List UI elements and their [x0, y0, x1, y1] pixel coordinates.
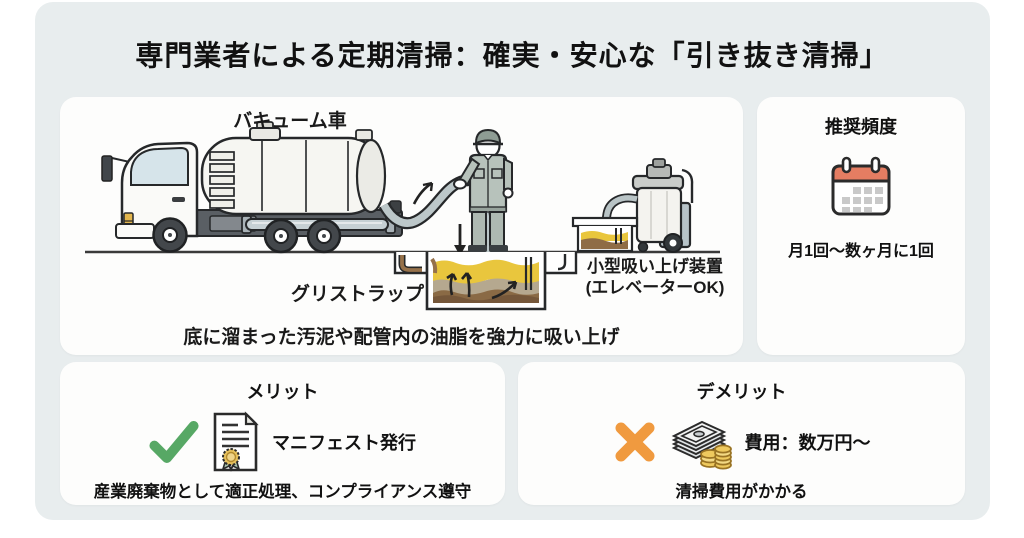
grease-trap-icon: [393, 252, 578, 311]
calendar-icon: [831, 156, 891, 216]
frequency-card: 推奨頻度 月1回〜数ヶ月に1回: [757, 97, 965, 355]
flow-arrow-down-icon: [454, 224, 466, 256]
merit-card: メリット マニフェスト発行 産業廃棄物として適正処理、コンプライアンス遵守: [60, 362, 505, 505]
flow-arrow-up-icon: [412, 181, 434, 205]
portable-suction-device-icon: [571, 158, 694, 253]
suction-device-label-line1: 小型吸い上げ装置: [587, 257, 723, 276]
merit-item-label: マニフェスト発行: [272, 433, 416, 453]
tank-ladder-icon: [209, 151, 235, 209]
worker-icon: [453, 128, 514, 252]
manifest-certificate-icon: [213, 411, 259, 472]
cross-icon: [615, 422, 654, 462]
suction-device-label: 小型吸い上げ装置 (エレベーターOK): [585, 256, 725, 298]
merit-description: 産業廃棄物として適正処理、コンプライアンス遵守: [93, 483, 472, 501]
truck-wheels-icon: [152, 217, 342, 254]
demerit-item-label: 費用：数万円〜: [744, 433, 871, 453]
suction-arrows-icon: [446, 272, 518, 300]
demerit-description: 清掃費用がかかる: [675, 483, 808, 501]
merit-title: メリット: [246, 382, 319, 402]
grease-trap-label: グリストラップ: [290, 284, 424, 305]
demerit-title: デメリット: [696, 382, 787, 402]
suction-device-label-line2: (エレベーターOK): [585, 278, 725, 297]
cleaning-illustration: [85, 121, 720, 311]
money-stack-icon: [671, 420, 732, 470]
illustration-card: バキューム車 グリストラップ 小型吸い上げ装置 (エレベーターOK) 底に溜まっ…: [60, 97, 743, 355]
vacuum-truck-label: バキューム車: [233, 111, 347, 132]
vacuum-truck-icon: [101, 121, 403, 254]
frequency-value: 月1回〜数ヶ月に1回: [788, 243, 934, 260]
illustration-caption: 底に溜まった汚泥や配管内の油脂を強力に吸い上げ: [183, 327, 620, 348]
demerit-card: デメリット: [518, 362, 965, 505]
check-icon: [149, 421, 199, 463]
frequency-title: 推奨頻度: [825, 117, 897, 137]
page-title: 専門業者による定期清掃：確実・安心な「引き抜き清掃」: [135, 40, 889, 71]
